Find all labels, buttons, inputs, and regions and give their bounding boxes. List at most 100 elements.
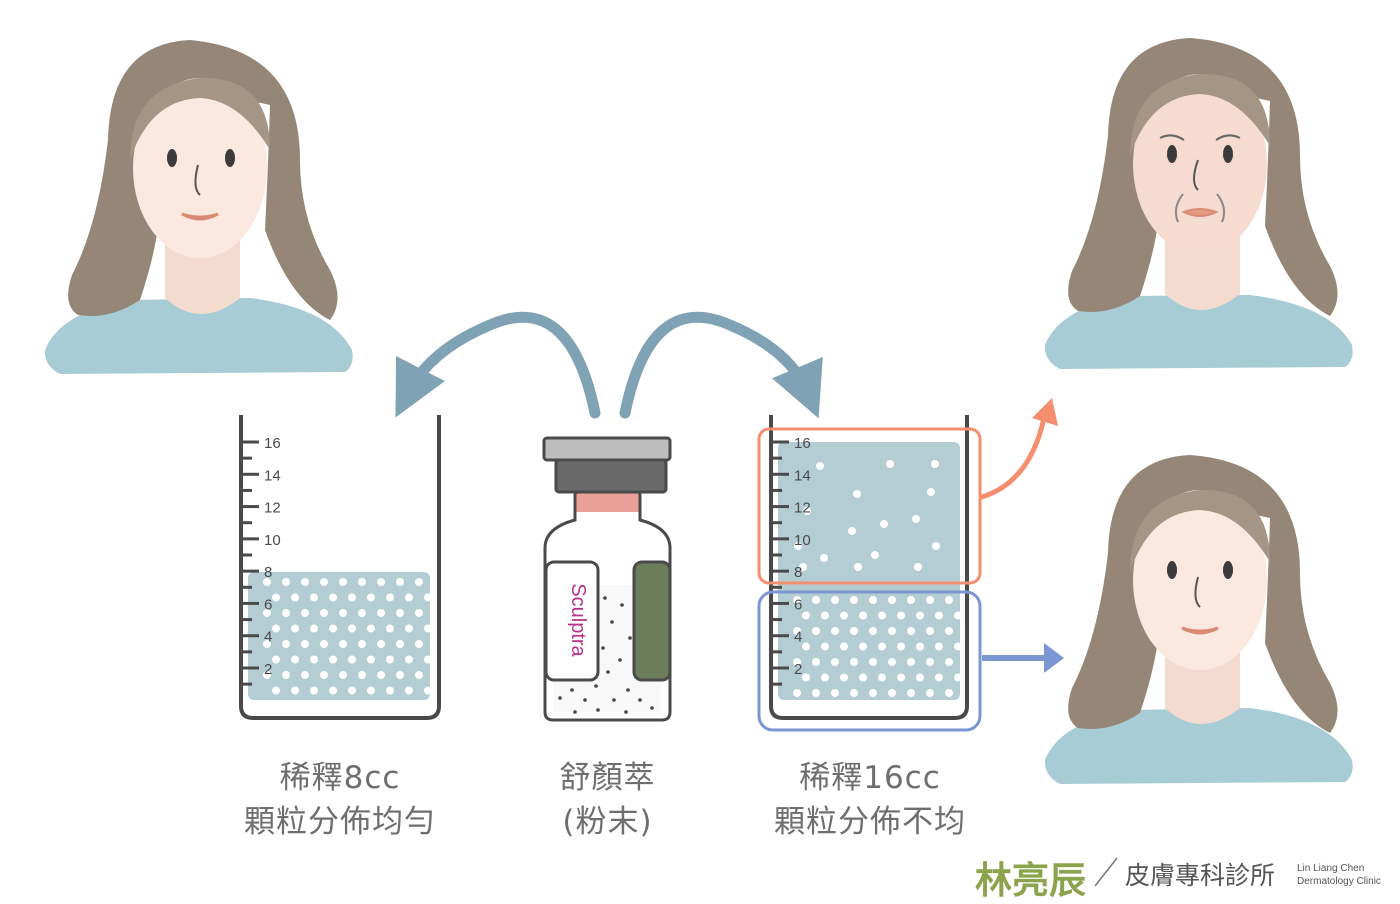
beaker-right-scale-label: 10 [794,532,811,549]
particle [424,655,430,664]
particle [926,689,934,697]
particle [850,627,858,635]
powder-speck [624,710,628,714]
caption-vial-line2: (粉末) [562,804,653,840]
caption-vial-line1: 舒顏萃 [559,760,656,796]
particle [348,686,356,695]
particle [282,578,290,586]
powder-speck [583,698,587,702]
vial-brand-label: Sculptra [567,583,589,657]
particle [405,655,413,664]
brand-english-name: Lin Liang Chen Dermatology Clinic [1297,862,1381,888]
particle [954,673,960,682]
beaker-right-scale-label: 2 [794,661,802,678]
particle [802,611,810,620]
particle [272,686,280,695]
particle [932,542,940,550]
vial-powder-specks [558,596,654,714]
particle [888,596,896,604]
particle [812,658,820,666]
particle [386,686,394,695]
arrow-orange-to-aged-face [979,415,1047,500]
particle [329,655,337,664]
particle [310,593,318,602]
particle [935,642,943,651]
beaker-left-scale-label: 12 [264,500,281,517]
particle [931,460,939,468]
particle [945,658,953,666]
particle [878,642,886,651]
powder-speck [610,620,614,624]
particle [282,609,290,617]
particle [339,640,347,648]
particle [405,624,413,633]
particle [291,593,299,602]
particle [916,642,924,651]
particle [301,609,309,617]
caption-right-line1: 稀釋16cc [799,760,941,796]
particle [816,462,824,470]
beaker-right-scale-label: 12 [794,500,811,517]
particle [310,655,318,664]
beaker-left-scale-label: 4 [264,629,272,646]
powder-speck [573,710,577,714]
particle [263,578,271,586]
beaker-left-scale-label: 2 [264,661,272,678]
beaker-left-glass [239,415,441,720]
woman-smooth-skin-bottom-right [1044,455,1353,784]
particle [291,655,299,664]
particle [888,689,896,697]
particle [878,611,886,620]
powder-speck [558,696,562,700]
particle [945,689,953,697]
particle [396,578,404,586]
particle [320,609,328,617]
arrow-curve-to-right-beaker [619,311,823,419]
particle [339,671,347,679]
arrow-orange-head [1032,398,1058,426]
brand-name: 林亮辰 [975,859,1086,902]
particle [907,627,915,635]
particle [821,642,829,651]
particle [859,642,867,651]
particle [914,563,922,571]
particle [793,596,801,604]
particle [880,520,888,528]
clinic-brand: 林亮辰 皮膚專科診所 Lin Liang Chen Dermatology Cl… [975,850,1395,902]
particle [415,578,423,586]
particle [907,658,915,666]
powder-speck [612,698,616,702]
beaker-left-liquid [248,572,430,700]
particle [935,611,943,620]
particle [859,673,867,682]
particle [854,563,862,571]
particle [272,624,280,633]
caption-right-beaker: 稀釋16cc 顆粒分佈不均 [720,756,1020,844]
particle [821,611,829,620]
particle [329,593,337,602]
particle [358,609,366,617]
particle [320,640,328,648]
beaker-left-scale-label: 6 [264,596,272,613]
particle [926,596,934,604]
particle [840,611,848,620]
particle [897,642,905,651]
particle [377,609,385,617]
particle [916,611,924,620]
particle [945,596,953,604]
particle [888,627,896,635]
particle [291,686,299,695]
particle [927,488,935,496]
particle [831,596,839,604]
particle [367,593,375,602]
particle [263,671,271,679]
brand-clinic-name: 皮膚專科診所 [1125,861,1276,890]
powder-speck [638,698,642,702]
beaker-left-scale-label: 14 [264,467,281,484]
particle [348,624,356,633]
powder-speck [603,596,607,600]
vial-cap-top [542,436,672,462]
woman-wrinkled-skin-top-right [1044,38,1353,369]
particle [358,671,366,679]
